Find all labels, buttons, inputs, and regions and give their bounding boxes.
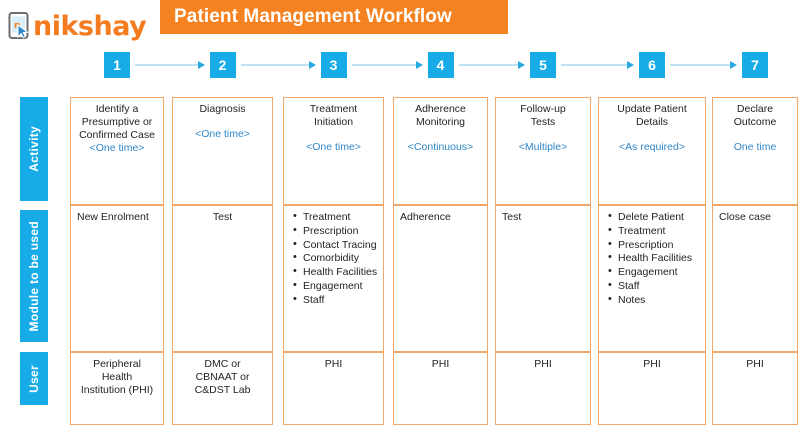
step-arrow-3-to-4 <box>351 61 423 69</box>
module-text-1: New Enrolment <box>77 211 149 223</box>
user-text-5: PHI <box>534 358 552 370</box>
module-cell-1: New Enrolment <box>70 205 164 352</box>
page-title: Patient Management Workflow <box>174 6 452 27</box>
module-list-item: Health Facilities <box>293 265 379 279</box>
svg-text:n: n <box>14 21 20 31</box>
nikshay-logo: n nikshay <box>8 8 147 44</box>
activity-frequency-4: <Continuous> <box>407 141 474 154</box>
step-box-4[interactable]: 4 <box>427 52 454 78</box>
module-cell-6: Delete PatientTreatmentPrescriptionHealt… <box>598 205 706 352</box>
row-label-user: User <box>20 352 48 405</box>
module-list-item: Notes <box>608 293 701 307</box>
module-cell-3: TreatmentPrescriptionContact TracingComo… <box>283 205 384 352</box>
step-arrow-4-to-5 <box>458 61 525 69</box>
activity-frequency-2: <One time> <box>195 128 250 141</box>
module-list-3: TreatmentPrescriptionContact TracingComo… <box>290 210 379 307</box>
module-cell-7: Close case <box>712 205 798 352</box>
step-arrow-1-to-2 <box>135 61 204 69</box>
module-list-item: Staff <box>608 279 701 293</box>
module-list-item: Delete Patient <box>608 210 701 224</box>
logo-wordmark: nikshay <box>33 10 147 42</box>
page-title-bar: Patient Management Workflow <box>160 0 508 34</box>
module-text-7: Close case <box>719 211 771 223</box>
activity-caption-2: Diagnosis <box>199 103 246 115</box>
row-label-module: Module to be used <box>20 210 48 342</box>
activity-cell-2: Diagnosis <One time> <box>172 97 273 205</box>
user-cell-3: PHI <box>283 352 384 425</box>
activity-frequency-7: One time <box>733 141 777 154</box>
user-cell-7: PHI <box>712 352 798 425</box>
module-list-item: Contact Tracing <box>293 238 379 252</box>
module-cell-2: Test <box>172 205 273 352</box>
mobile-cursor-icon: n <box>8 11 34 41</box>
module-list-item: Health Facilities <box>608 251 701 265</box>
module-list-item: Treatment <box>293 210 379 224</box>
row-label-activity: Activity <box>20 97 48 201</box>
step-box-5[interactable]: 5 <box>530 52 556 78</box>
user-text-3: PHI <box>324 358 343 370</box>
row-label-user-text: User <box>27 364 41 393</box>
user-cell-6: PHI <box>598 352 706 425</box>
step-strip: 1 2 3 4 5 6 7 <box>0 52 800 80</box>
step-box-3[interactable]: 3 <box>320 52 347 78</box>
activity-frequency-1: <One time> <box>89 142 145 155</box>
step-arrow-6-to-7 <box>670 61 737 69</box>
module-list-item: Engagement <box>293 279 379 293</box>
step-box-2[interactable]: 2 <box>209 52 236 78</box>
step-arrow-5-to-6 <box>561 61 634 69</box>
user-cell-4: PHI <box>393 352 488 425</box>
module-cell-4: Adherence <box>393 205 488 352</box>
user-cell-5: PHI <box>495 352 591 425</box>
step-box-7[interactable]: 7 <box>742 52 768 78</box>
row-label-activity-text: Activity <box>27 126 41 172</box>
module-list-item: Engagement <box>608 265 701 279</box>
module-text-4: Adherence <box>400 211 451 223</box>
module-list-6: Delete PatientTreatmentPrescriptionHealt… <box>605 210 701 307</box>
activity-frequency-6: <As required> <box>619 141 685 154</box>
module-text-5: Test <box>502 211 522 223</box>
row-label-module-text: Module to be used <box>27 220 41 332</box>
module-text-2: Test <box>212 211 233 223</box>
activity-frequency-3: <One time> <box>306 141 361 154</box>
user-text-4: PHI <box>431 358 450 370</box>
activity-frequency-5: <Multiple> <box>518 141 568 154</box>
step-box-6[interactable]: 6 <box>639 52 665 78</box>
module-cell-5: Test <box>495 205 591 352</box>
module-list-item: Staff <box>293 293 379 307</box>
module-list-item: Comorbidity <box>293 251 379 265</box>
step-arrow-2-to-3 <box>240 61 316 69</box>
user-text-6: PHI <box>643 358 661 370</box>
step-box-1[interactable]: 1 <box>104 52 130 78</box>
module-list-item: Prescription <box>293 224 379 238</box>
module-list-item: Treatment <box>608 224 701 238</box>
user-text-7: PHI <box>746 358 764 370</box>
module-list-item: Prescription <box>608 238 701 252</box>
